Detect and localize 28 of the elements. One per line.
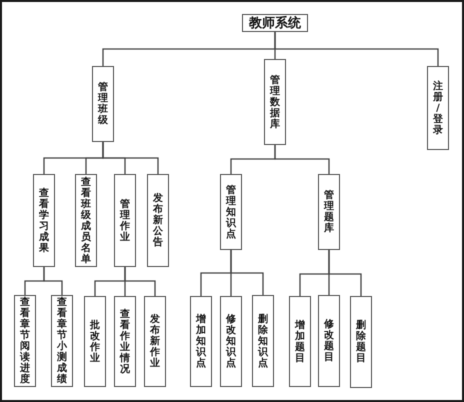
connector-line: [102, 142, 159, 174]
module-box: 删除题目: [350, 296, 372, 388]
module-box: 查看学习成果: [33, 174, 55, 267]
module-box: 管理知识点: [220, 174, 242, 250]
root-box: 教师系统: [242, 14, 308, 32]
module-box: 修改题目: [318, 295, 340, 387]
connector-line: [274, 32, 439, 66]
module-box: 管理作业: [114, 174, 136, 267]
module-box: 注册/登录: [427, 66, 449, 150]
module-box: 发布新作业: [144, 296, 166, 387]
module-box: 发布新公告: [147, 174, 169, 267]
connector-line: [124, 267, 156, 296]
connector-line: [43, 267, 63, 295]
module-box: 增加知识点: [190, 296, 212, 387]
module-box: 管理班级: [92, 66, 114, 142]
module-box: 查看章节阅读进度: [14, 295, 36, 387]
module-box: 批改作业: [84, 296, 106, 387]
connector-line: [328, 250, 362, 296]
connector-line: [274, 145, 330, 174]
module-box: 查看班级成员名单: [75, 174, 97, 267]
module-box: 修改知识点: [220, 296, 242, 387]
module-box: 增加题目: [289, 296, 311, 387]
module-box: 查看章节小测成绩: [51, 295, 73, 387]
connector-line: [230, 250, 264, 295]
module-box: 管理数据库: [264, 59, 286, 145]
module-box: 删除知识点: [252, 295, 274, 387]
module-box: 管理题库: [318, 174, 340, 250]
module-box: 查看作业情况: [114, 296, 136, 387]
